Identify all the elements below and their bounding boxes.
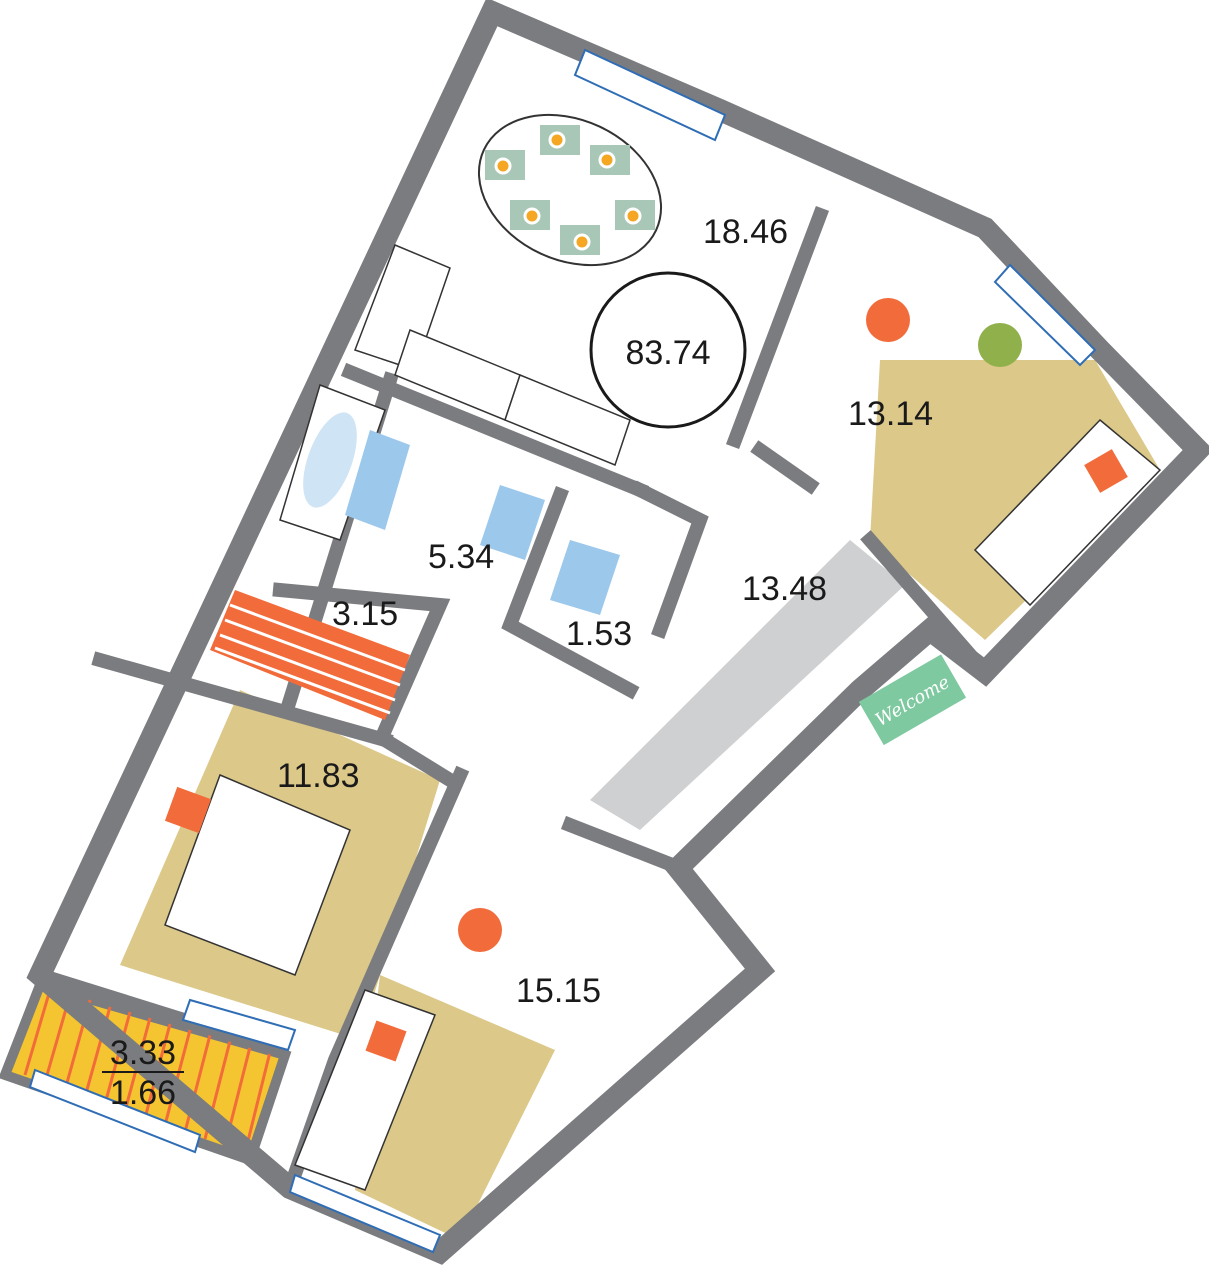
room-area-bedroom-right: 13.14 — [848, 395, 933, 433]
room-area-bathroom: 5.34 — [428, 538, 494, 576]
bed-left — [164, 774, 351, 976]
bed-bottom — [294, 989, 436, 1191]
balcony-reduced-area: 1.66 — [110, 1074, 176, 1112]
wc-mat — [550, 540, 620, 615]
windows — [28, 48, 1097, 1254]
shelf-lines — [214, 603, 406, 715]
chair-icon — [866, 298, 910, 342]
room-area-bedroom-bottom: 15.15 — [516, 972, 601, 1010]
kitchen-counter — [354, 244, 631, 466]
hall-runner — [590, 540, 905, 830]
total-area-circle — [589, 271, 747, 429]
chair-icon — [458, 908, 502, 952]
balcony-area: 3.33 — [110, 1034, 176, 1072]
bed-right — [973, 418, 1162, 607]
room-area-bedroom-left: 11.83 — [277, 757, 360, 795]
room-area-hallway: 13.48 — [742, 570, 827, 608]
bath-mat — [480, 485, 545, 560]
dining-table — [477, 113, 663, 267]
room-area-kitchen: 18.46 — [703, 213, 788, 251]
total-area: 83.74 — [625, 334, 710, 372]
bathtub — [279, 384, 410, 541]
rug-bedroom-right — [870, 360, 1160, 640]
room-area-storage: 3.15 — [332, 595, 398, 633]
room-area-wc: 1.53 — [566, 615, 632, 653]
plant-icon — [978, 323, 1022, 367]
